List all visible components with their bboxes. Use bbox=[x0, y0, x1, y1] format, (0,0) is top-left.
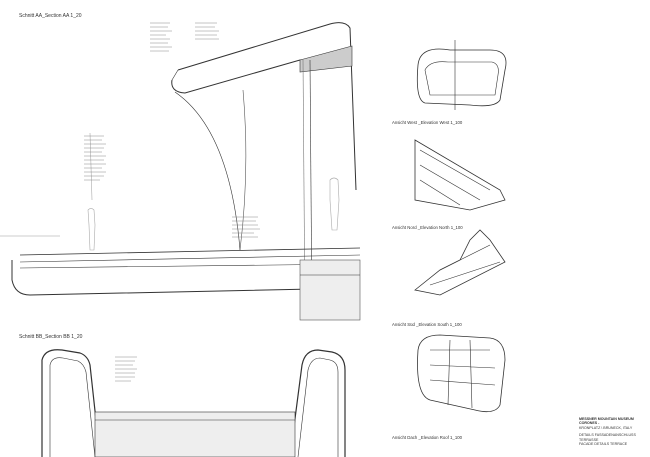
section-aa-drawing bbox=[0, 22, 361, 321]
title-block: MESSNER MOUNTAIN MUSEUM CORONES - KRONPL… bbox=[579, 417, 650, 446]
section-bb-drawing bbox=[41, 349, 346, 457]
project-name: MESSNER MOUNTAIN MUSEUM bbox=[579, 417, 634, 421]
elevation-south-drawing bbox=[414, 229, 506, 296]
elevation-west-drawing bbox=[416, 40, 507, 110]
location: KRONPLATZ \ BRUNECK, ITALY bbox=[579, 425, 633, 430]
elevation-north-title: Ansicht Nord _Elevation North 1_100 bbox=[392, 225, 463, 230]
elevation-roof-title: Ansicht Dach _Elevation Roof 1_100 bbox=[392, 435, 462, 440]
drawing-title-en: FACADE DETAILS TERRACE bbox=[579, 442, 628, 447]
elevation-south-title: Ansicht Süd _Elevation South 1_100 bbox=[392, 322, 462, 327]
elevation-roof-drawing bbox=[417, 334, 506, 413]
legend-lists bbox=[84, 22, 260, 382]
elevation-west-title: Ansicht West _Elevation West 1_100 bbox=[392, 120, 463, 125]
museum-name: CORONES - bbox=[579, 421, 600, 426]
elevation-north-drawing bbox=[414, 139, 506, 211]
section-aa-title: Schnitt AA_Section AA 1_20 bbox=[19, 13, 82, 19]
section-bb-title: Schnitt BB_Section BB 1_20 bbox=[19, 334, 83, 340]
drawing-title-de: DETAILS FASSADENANSCHLUSS TERRASSE bbox=[579, 433, 636, 442]
